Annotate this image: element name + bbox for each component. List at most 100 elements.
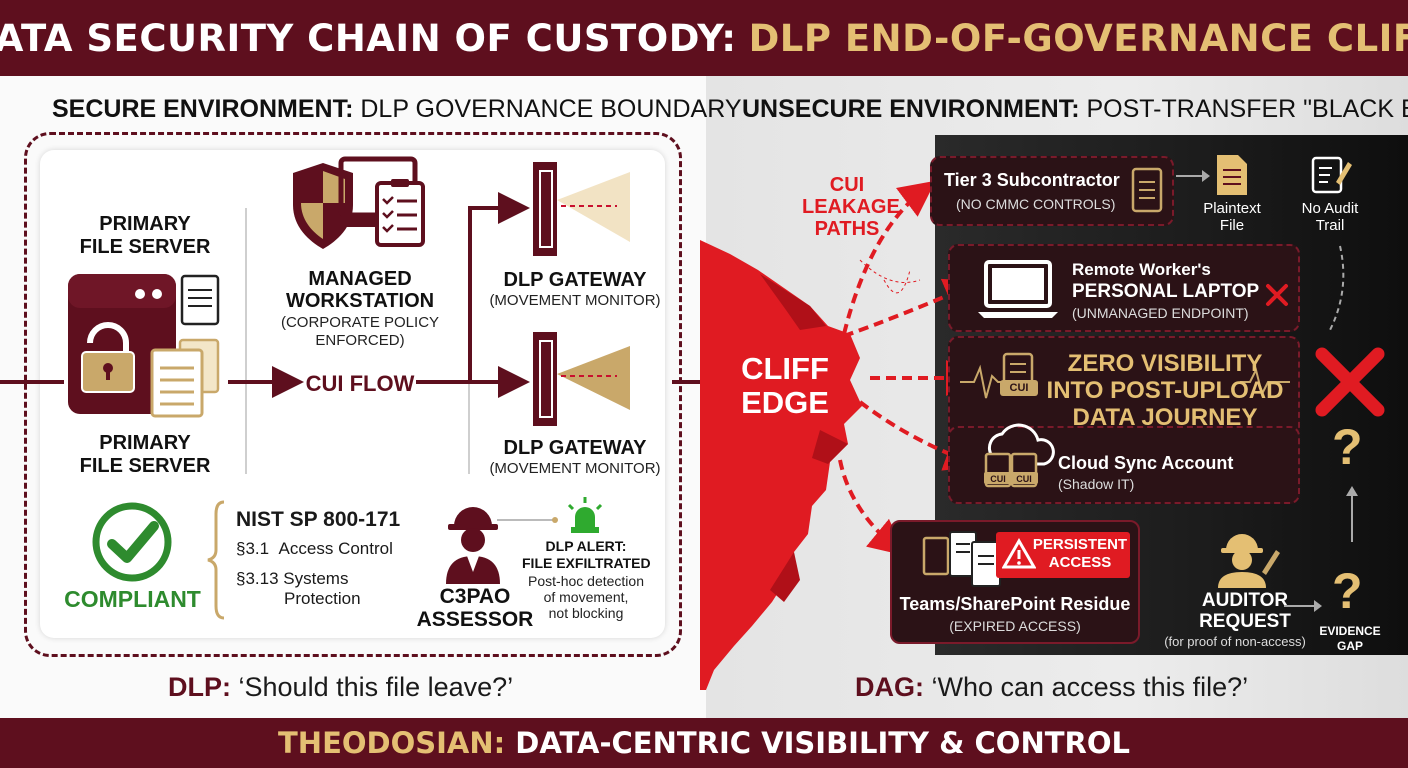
arrow-right-icon — [1176, 170, 1210, 182]
unsecure-heading-bold: UNSECURE ENVIRONMENT: — [742, 95, 1080, 123]
nist-item-2b: Protection — [284, 589, 361, 608]
cui-flow-label: CUI FLOW — [305, 371, 415, 396]
laptop-title-2: PERSONAL LAPTOP — [1072, 281, 1260, 302]
teams-title: Teams/SharePoint Residue — [899, 594, 1131, 614]
persistent-access-line: PERSISTENT — [1032, 536, 1128, 553]
zero-visibility-line: INTO POST-UPLOAD — [1046, 377, 1284, 404]
leakage-label-line: CUI — [829, 174, 865, 196]
assessor-icon — [446, 507, 500, 584]
nist-bracket — [207, 500, 225, 620]
secure-heading-bold: SECURE ENVIRONMENT: — [52, 95, 354, 123]
arrow-right-icon — [1284, 600, 1322, 612]
secure-heading: SECURE ENVIRONMENT: DLP GOVERNANCE BOUND… — [52, 95, 742, 124]
no-audit-icon — [1311, 156, 1352, 194]
noaudit-label-line: Trail — [1315, 217, 1345, 234]
leakage-label: CUI LEAKAGE PATHS — [802, 174, 900, 240]
assessor-label: C3PAO ASSESSOR — [410, 585, 540, 631]
footer-tagline: DATA-CENTRIC VISIBILITY & CONTROL — [515, 726, 1130, 760]
dlp-question-prefix: DLP: — [168, 672, 231, 702]
auditor-title: AUDITOR REQUEST — [1180, 590, 1310, 632]
workstation-sub-line: (CORPORATE POLICY — [280, 314, 440, 331]
file-server-icon — [68, 274, 220, 418]
workstation-title: MANAGED WORKSTATION — [260, 268, 460, 312]
server-label-bottom: PRIMARY FILE SERVER — [60, 432, 230, 478]
dlp-gateway-icon — [533, 332, 630, 426]
server-label-line: FILE SERVER — [79, 236, 211, 258]
unsecure-heading-rest: POST-TRANSFER "BLACK BOX" — [1086, 95, 1408, 123]
nist-item-num: §3.1 — [236, 539, 270, 558]
title-main: DATA SECURITY CHAIN OF CUSTODY: — [0, 16, 737, 60]
assessor-label-line: ASSESSOR — [416, 608, 534, 631]
nist-title: NIST SP 800-171 — [236, 508, 401, 531]
dlp-question: DLP: ‘Should this file leave?’ — [168, 672, 513, 703]
big-x-icon — [1315, 347, 1385, 417]
dlp-alert-title-line: DLP ALERT: — [545, 538, 627, 554]
leakage-label-line: LEAKAGE — [802, 196, 900, 218]
gateway2-title: DLP GATEWAY — [503, 437, 647, 459]
cliff-edge-label-line: CLIFF — [741, 351, 829, 386]
divider — [245, 208, 247, 474]
documents-stack-icon — [922, 531, 1001, 587]
page-header: DATA SECURITY CHAIN OF CUSTODY: DLP END-… — [0, 0, 1408, 76]
plaintext-label-line: Plaintext — [1203, 200, 1261, 217]
workstation-sub-line: ENFORCED) — [315, 332, 405, 349]
dlp-alert-body: Post-hoc detection of movement, not bloc… — [522, 573, 650, 621]
document-icon — [1131, 167, 1163, 213]
tier3-box — [930, 156, 1174, 226]
compliant-label: COMPLIANT — [64, 586, 201, 612]
dlp-alert-body-line: of movement, — [543, 589, 629, 605]
persistent-access-line: ACCESS — [1048, 554, 1112, 571]
teams-sub: (EXPIRED ACCESS) — [949, 618, 1081, 634]
dlp-alert-body-line: not blocking — [548, 605, 624, 621]
cliff-edge-label-line: EDGE — [741, 385, 829, 420]
secure-heading-rest: DLP GOVERNANCE BOUNDARY — [360, 95, 742, 123]
dlp-boundary — [24, 132, 682, 657]
auditor-sub: (for proof of non-access) — [1164, 634, 1306, 649]
auditor-title-line: REQUEST — [1199, 611, 1291, 632]
tier3-title: Tier 3 Subcontractor — [944, 170, 1120, 190]
laptop-title-1: Remote Worker's — [1072, 260, 1211, 279]
dag-question-prefix: DAG: — [855, 672, 924, 702]
nist-item-1: §3.1 Access Control — [236, 539, 393, 559]
workstation-sub: (CORPORATE POLICY ENFORCED) — [260, 314, 460, 350]
nist-item-text: Access Control — [278, 539, 393, 558]
noaudit-label: No Audit Trail — [1290, 200, 1370, 234]
gateway1-title: DLP GATEWAY — [503, 269, 647, 291]
laptop-icon — [978, 260, 1058, 318]
cui-document-icon — [1000, 352, 1038, 396]
cui-tag: CUI — [1016, 474, 1032, 484]
warning-icon — [1002, 538, 1036, 569]
arrow-up-icon — [1346, 486, 1358, 542]
page-footer: THEODOSIAN: DATA-CENTRIC VISIBILITY & CO… — [0, 718, 1408, 768]
noaudit-label-line: No Audit — [1301, 200, 1359, 217]
check-circle-icon — [92, 502, 172, 582]
signal-waveform — [960, 364, 1290, 399]
question-mark-icon: ? — [1332, 563, 1363, 619]
evidence-gap-line: EVIDENCE — [1319, 624, 1381, 638]
alarm-light-icon — [567, 497, 603, 533]
workstation-title-line: MANAGED — [308, 268, 412, 290]
tier3-sub: (NO CMMC CONTROLS) — [956, 196, 1116, 212]
alert-connector — [497, 517, 558, 523]
zero-visibility-text: ZERO VISIBILITY INTO POST-UPLOAD DATA JO… — [1040, 350, 1290, 431]
laptop-sub: (UNMANAGED ENDPOINT) — [1072, 305, 1249, 321]
nist-item-2: §3.13 Systems — [236, 568, 348, 589]
cloud-title: Cloud Sync Account — [1058, 453, 1234, 473]
zero-visibility-line: ZERO VISIBILITY — [1067, 350, 1263, 377]
plaintext-file-icon — [1217, 155, 1247, 195]
leakage-label-line: PATHS — [814, 218, 880, 240]
dag-question-text: ‘Who can access this file?’ — [931, 672, 1249, 702]
question-mark-icon: ? — [1332, 419, 1363, 475]
unsecure-heading: UNSECURE ENVIRONMENT: POST-TRANSFER "BLA… — [742, 95, 1408, 124]
server-label-top: PRIMARY FILE SERVER — [60, 213, 230, 259]
plaintext-label: Plaintext File — [1192, 200, 1272, 234]
assessor-label-line: C3PAO — [439, 585, 511, 608]
gateway1-sub: (MOVEMENT MONITOR) — [489, 292, 661, 309]
dlp-question-text: ‘Should this file leave?’ — [238, 672, 514, 702]
title-accent: DLP END-OF-GOVERNANCE CLIFF — [748, 16, 1408, 60]
dlp-alert-title-line: FILE EXFILTRATED — [522, 555, 651, 571]
auditor-icon — [1218, 534, 1280, 588]
server-label-line: FILE SERVER — [79, 455, 211, 477]
dlp-alert-body-line: Post-hoc detection — [528, 573, 644, 589]
footer-brand: THEODOSIAN: — [278, 726, 506, 760]
